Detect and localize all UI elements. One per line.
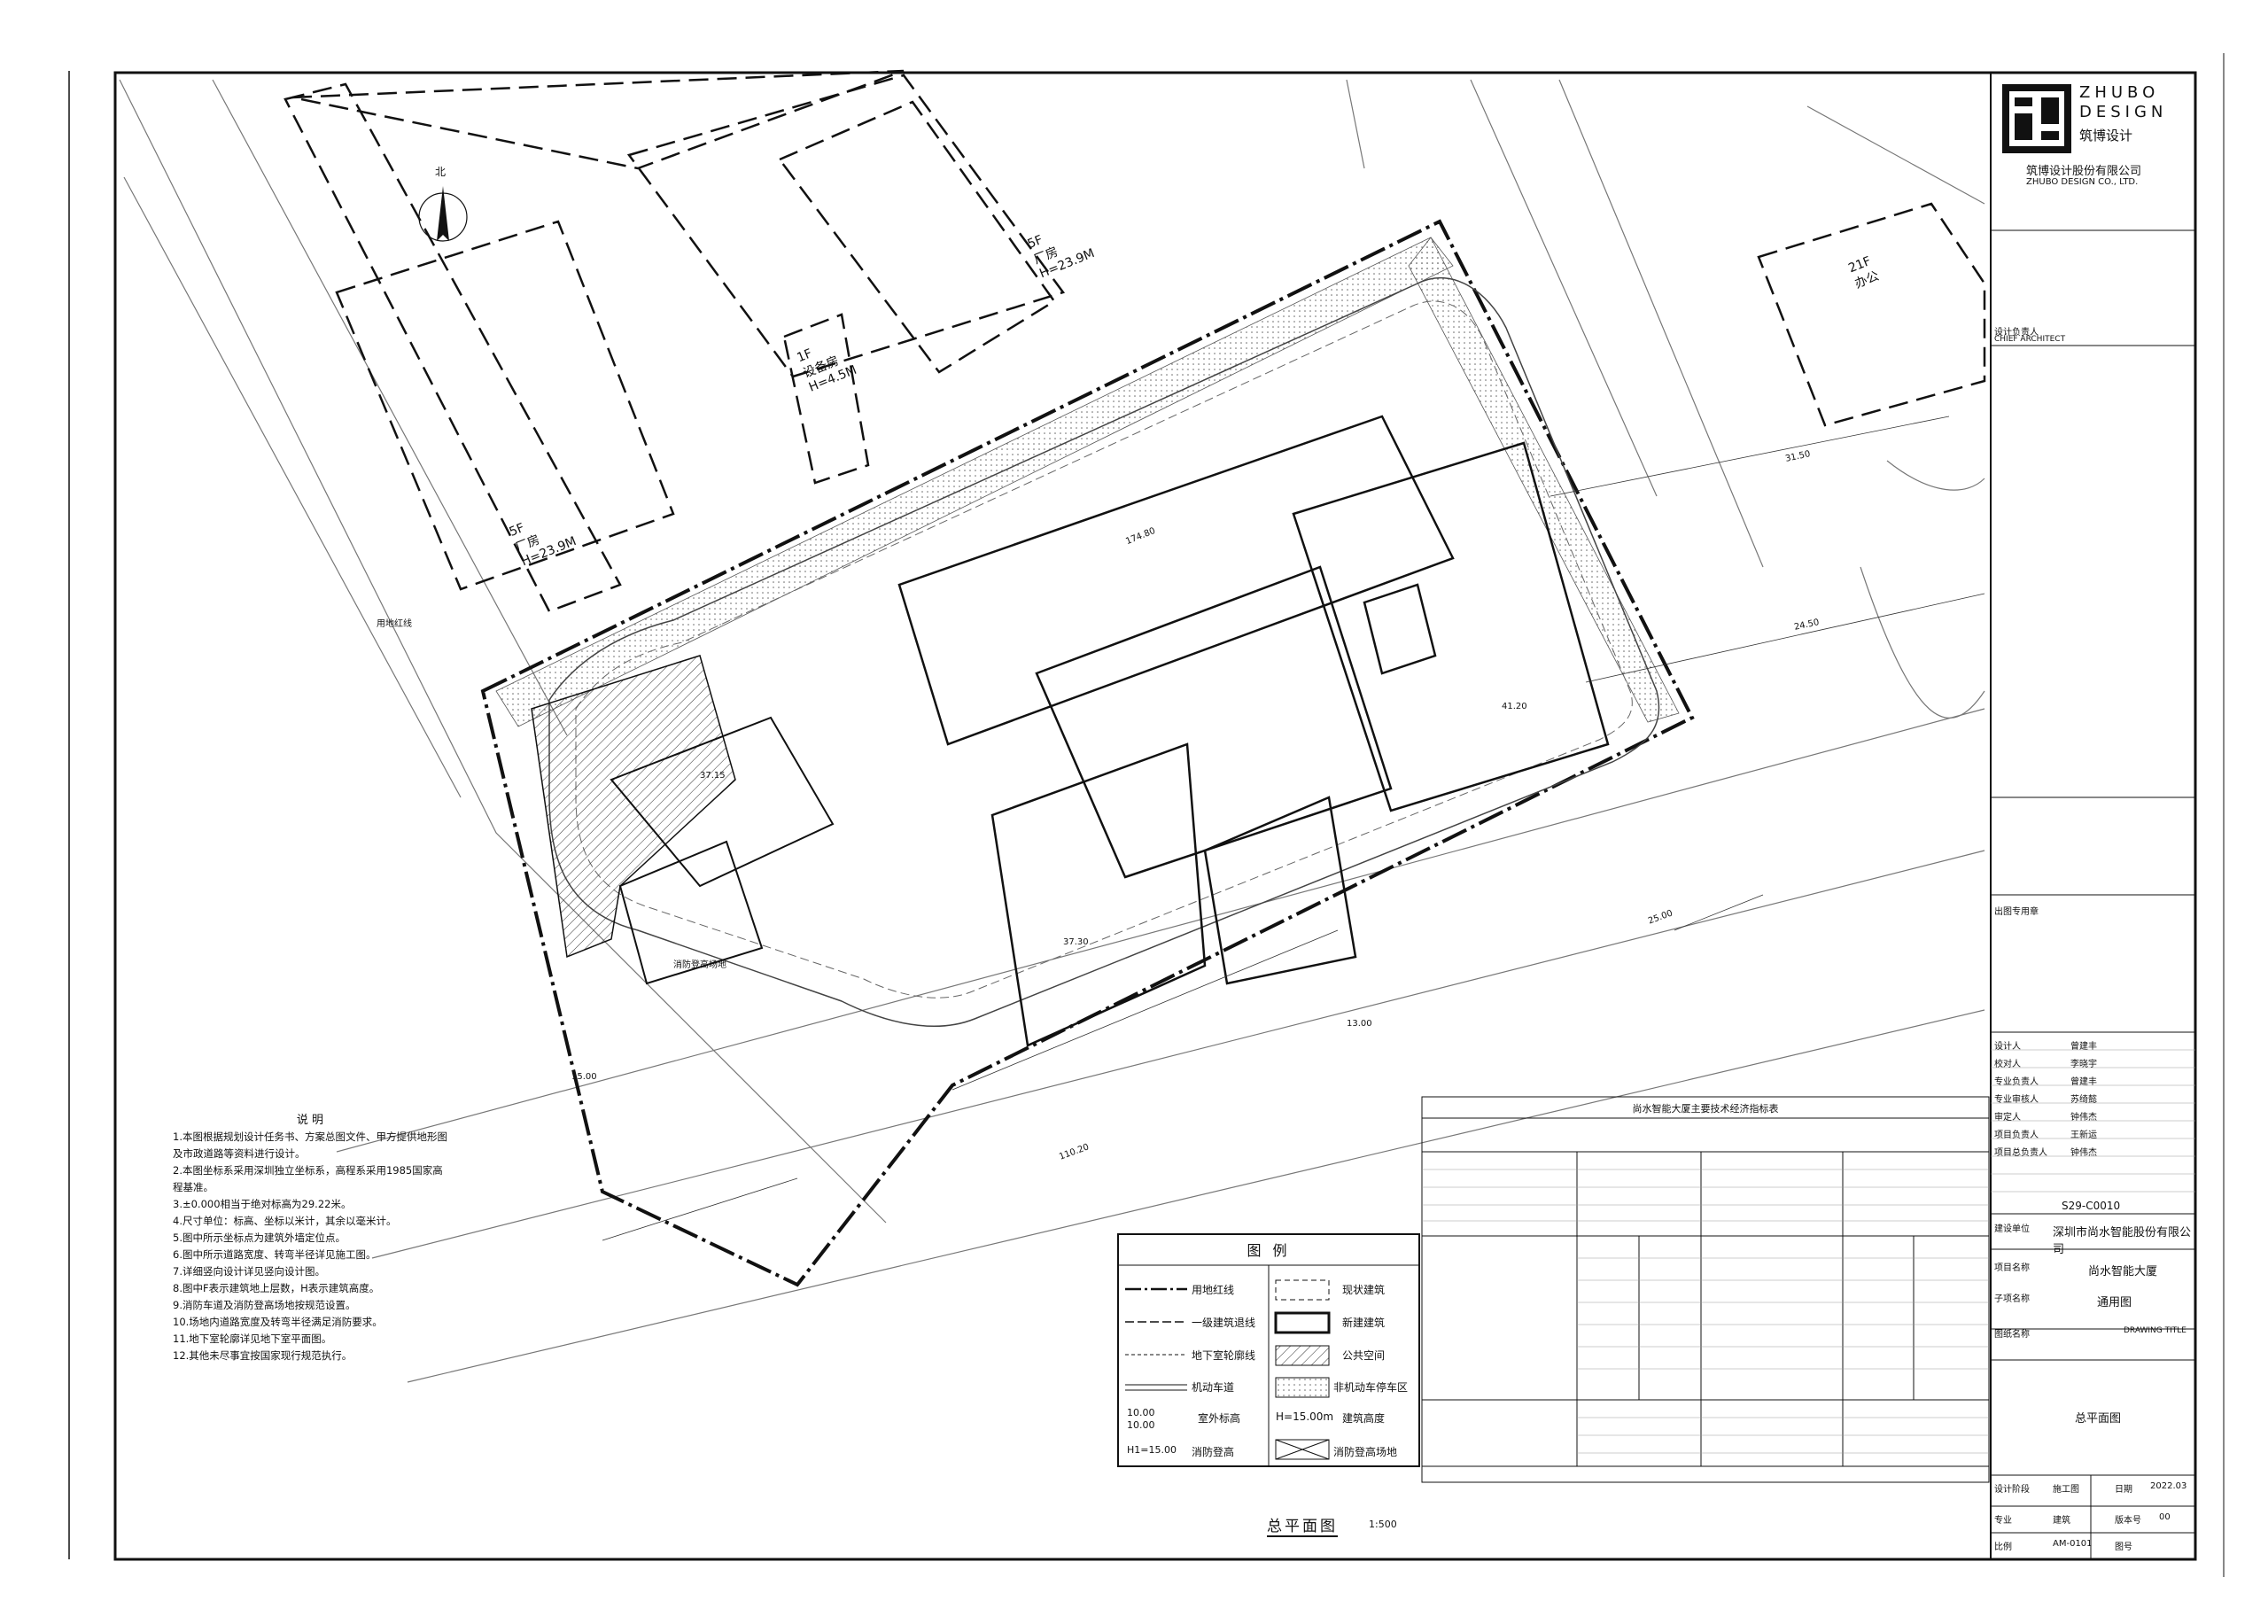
- drawing-title: 总平面图: [1267, 1513, 1338, 1537]
- chief-architect-en: CHIEF ARCHITECT: [1994, 335, 2066, 344]
- chief-architect-label: 设计负责人: [1994, 328, 2039, 338]
- legend-label: 非机动车停车区: [1333, 1381, 1409, 1394]
- client-name: 深圳市尚水智能股份有限公司: [2053, 1226, 2192, 1256]
- surrounding-roads: [119, 79, 1985, 1383]
- version-label: 版本号: [2115, 1516, 2141, 1526]
- dimension-label: 15.00: [571, 1072, 597, 1082]
- zhubo-logo-icon: [2002, 84, 2071, 153]
- legend-label: 新建建筑: [1342, 1317, 1386, 1329]
- major-label: 专业: [1994, 1516, 2012, 1526]
- legend-title: 图 例: [1247, 1242, 1291, 1259]
- note-item: 2.本图坐标系采用深圳独立坐标系，高程系采用1985国家高程基准。: [173, 1164, 443, 1193]
- note-item: 3.±0.000相当于绝对标高为29.22米。: [173, 1198, 352, 1210]
- firm-name-cn: 筑博设计股份有限公司: [2026, 165, 2142, 178]
- site-redline: [480, 219, 1695, 1287]
- sign-names: 曾建丰 李晓宇 曾建丰 苏绮懿 钟伟杰 王新运 钟伟杰: [2070, 1042, 2097, 1158]
- note-item: 5.图中所示坐标点为建筑外墙定位点。: [173, 1232, 346, 1244]
- brand-cn: 筑博设计: [2079, 128, 2133, 144]
- note-item: 6.图中所示道路宽度、转弯半径详见施工图。: [173, 1248, 377, 1261]
- note-item: 9.消防车道及消防登高场地按规范设置。: [173, 1299, 356, 1311]
- note-item: 8.图中F表示建筑地上层数，H表示建筑高度。: [173, 1282, 380, 1294]
- dimension-label: 37.30: [1063, 937, 1089, 947]
- legend-height-value: H=15.00m: [1276, 1410, 1334, 1423]
- date-value: 2022.03: [2150, 1481, 2187, 1491]
- drawing-number: S29-C0010: [2062, 1200, 2121, 1212]
- legend-label: 建筑高度: [1342, 1412, 1386, 1425]
- legend-label: 消防登高场地: [1333, 1446, 1398, 1458]
- stage-value: 施工图: [2053, 1485, 2079, 1495]
- stage-label: 设计阶段: [1994, 1485, 2030, 1495]
- legend-elev-value: 10.00: [1127, 1407, 1155, 1418]
- subitem-label: 子项名称: [1994, 1294, 2030, 1304]
- brand-line2: DESIGN: [2079, 103, 2168, 121]
- date-label: 日期: [2115, 1485, 2132, 1495]
- dimension-label: 41.20: [1502, 702, 1527, 711]
- title-en: DRAWING TITLE: [2124, 1326, 2186, 1335]
- scale-label: 比例: [1994, 1542, 2012, 1552]
- project-name: 尚水智能大厦: [2088, 1265, 2158, 1278]
- note-item: 12.其他未尽事宜按国家现行规范执行。: [173, 1349, 353, 1362]
- seal-label: 出图专用章: [1994, 907, 2039, 917]
- project-label: 项目名称: [1994, 1263, 2030, 1273]
- legend-elev-value2: 10.00: [1127, 1419, 1155, 1431]
- title-block-frame: [1990, 72, 2196, 1560]
- client-label: 建设单位: [1994, 1224, 2030, 1234]
- title-block: ZHUBO DESIGN 筑博设计 筑博设计股份有限公司 ZHUBO DESIG…: [1991, 73, 2194, 1559]
- notes-heading: 说 明: [296, 1114, 324, 1127]
- legend-label: 一级建筑退线: [1192, 1317, 1256, 1329]
- north-label: 北: [435, 166, 447, 178]
- tech-table-title: 尚水智能大厦主要技术经济指标表: [1632, 1103, 1779, 1115]
- dimension-label: 13.00: [1347, 1019, 1372, 1029]
- legend-label: 地下室轮廓线: [1192, 1349, 1256, 1362]
- drawing-scale: 1:500: [1369, 1519, 1397, 1530]
- legend-label: 消防登高: [1192, 1446, 1235, 1458]
- redline-note-label: 用地红线: [377, 619, 412, 629]
- note-item: 11.地下室轮廓详见地下室平面图。: [173, 1333, 332, 1345]
- design-notes: 说 明 1.本图根据规划设计任务书、方案总图文件、甲方提供地形图及市政道路等资料…: [173, 1112, 447, 1364]
- new-buildings: [897, 415, 1610, 1047]
- tech-table: [1421, 1096, 1990, 1483]
- legend-label: 现状建筑: [1342, 1284, 1386, 1296]
- version-value: 00: [2159, 1512, 2171, 1522]
- sheet-title: 总平面图: [2075, 1412, 2122, 1426]
- sheet-number: AM-0101: [2053, 1539, 2093, 1549]
- note-item: 1.本图根据规划设计任务书、方案总图文件、甲方提供地形图及市政道路等资料进行设计…: [173, 1131, 447, 1160]
- note-item: 4.尺寸单位：标高、坐标以米计，其余以毫米计。: [173, 1215, 397, 1227]
- legend-height-value2: H1=15.00: [1127, 1444, 1177, 1456]
- existing-buildings: [284, 69, 1986, 613]
- sign-labels: 设计人 校对人 专业负责人 专业审核人 审定人 项目负责人 项目总负责人: [1994, 1042, 2047, 1158]
- firm-name-en: ZHUBO DESIGN CO., LTD.: [2026, 177, 2139, 187]
- sheet-label: 图号: [2115, 1542, 2132, 1552]
- note-item: 7.详细竖向设计详见竖向设计图。: [173, 1265, 325, 1278]
- note-item: 10.场地内道路宽度及转弯半径满足消防要求。: [173, 1316, 383, 1328]
- title-label: 图纸名称: [1994, 1330, 2030, 1340]
- major-value: 建筑: [2053, 1516, 2070, 1526]
- legend-box: [1117, 1233, 1420, 1467]
- subitem-name: 通用图: [2097, 1296, 2132, 1309]
- north-arrow-icon: [418, 186, 468, 242]
- dimension-label: 37.15: [700, 771, 726, 781]
- legend-label: 机动车道: [1192, 1381, 1235, 1394]
- road-note-label: 消防登高场地: [673, 960, 726, 970]
- legend-label: 用地红线: [1192, 1284, 1235, 1296]
- brand-line1: ZHUBO: [2079, 83, 2160, 102]
- legend-label: 室外标高: [1198, 1412, 1241, 1425]
- legend-label: 公共空间: [1342, 1349, 1386, 1362]
